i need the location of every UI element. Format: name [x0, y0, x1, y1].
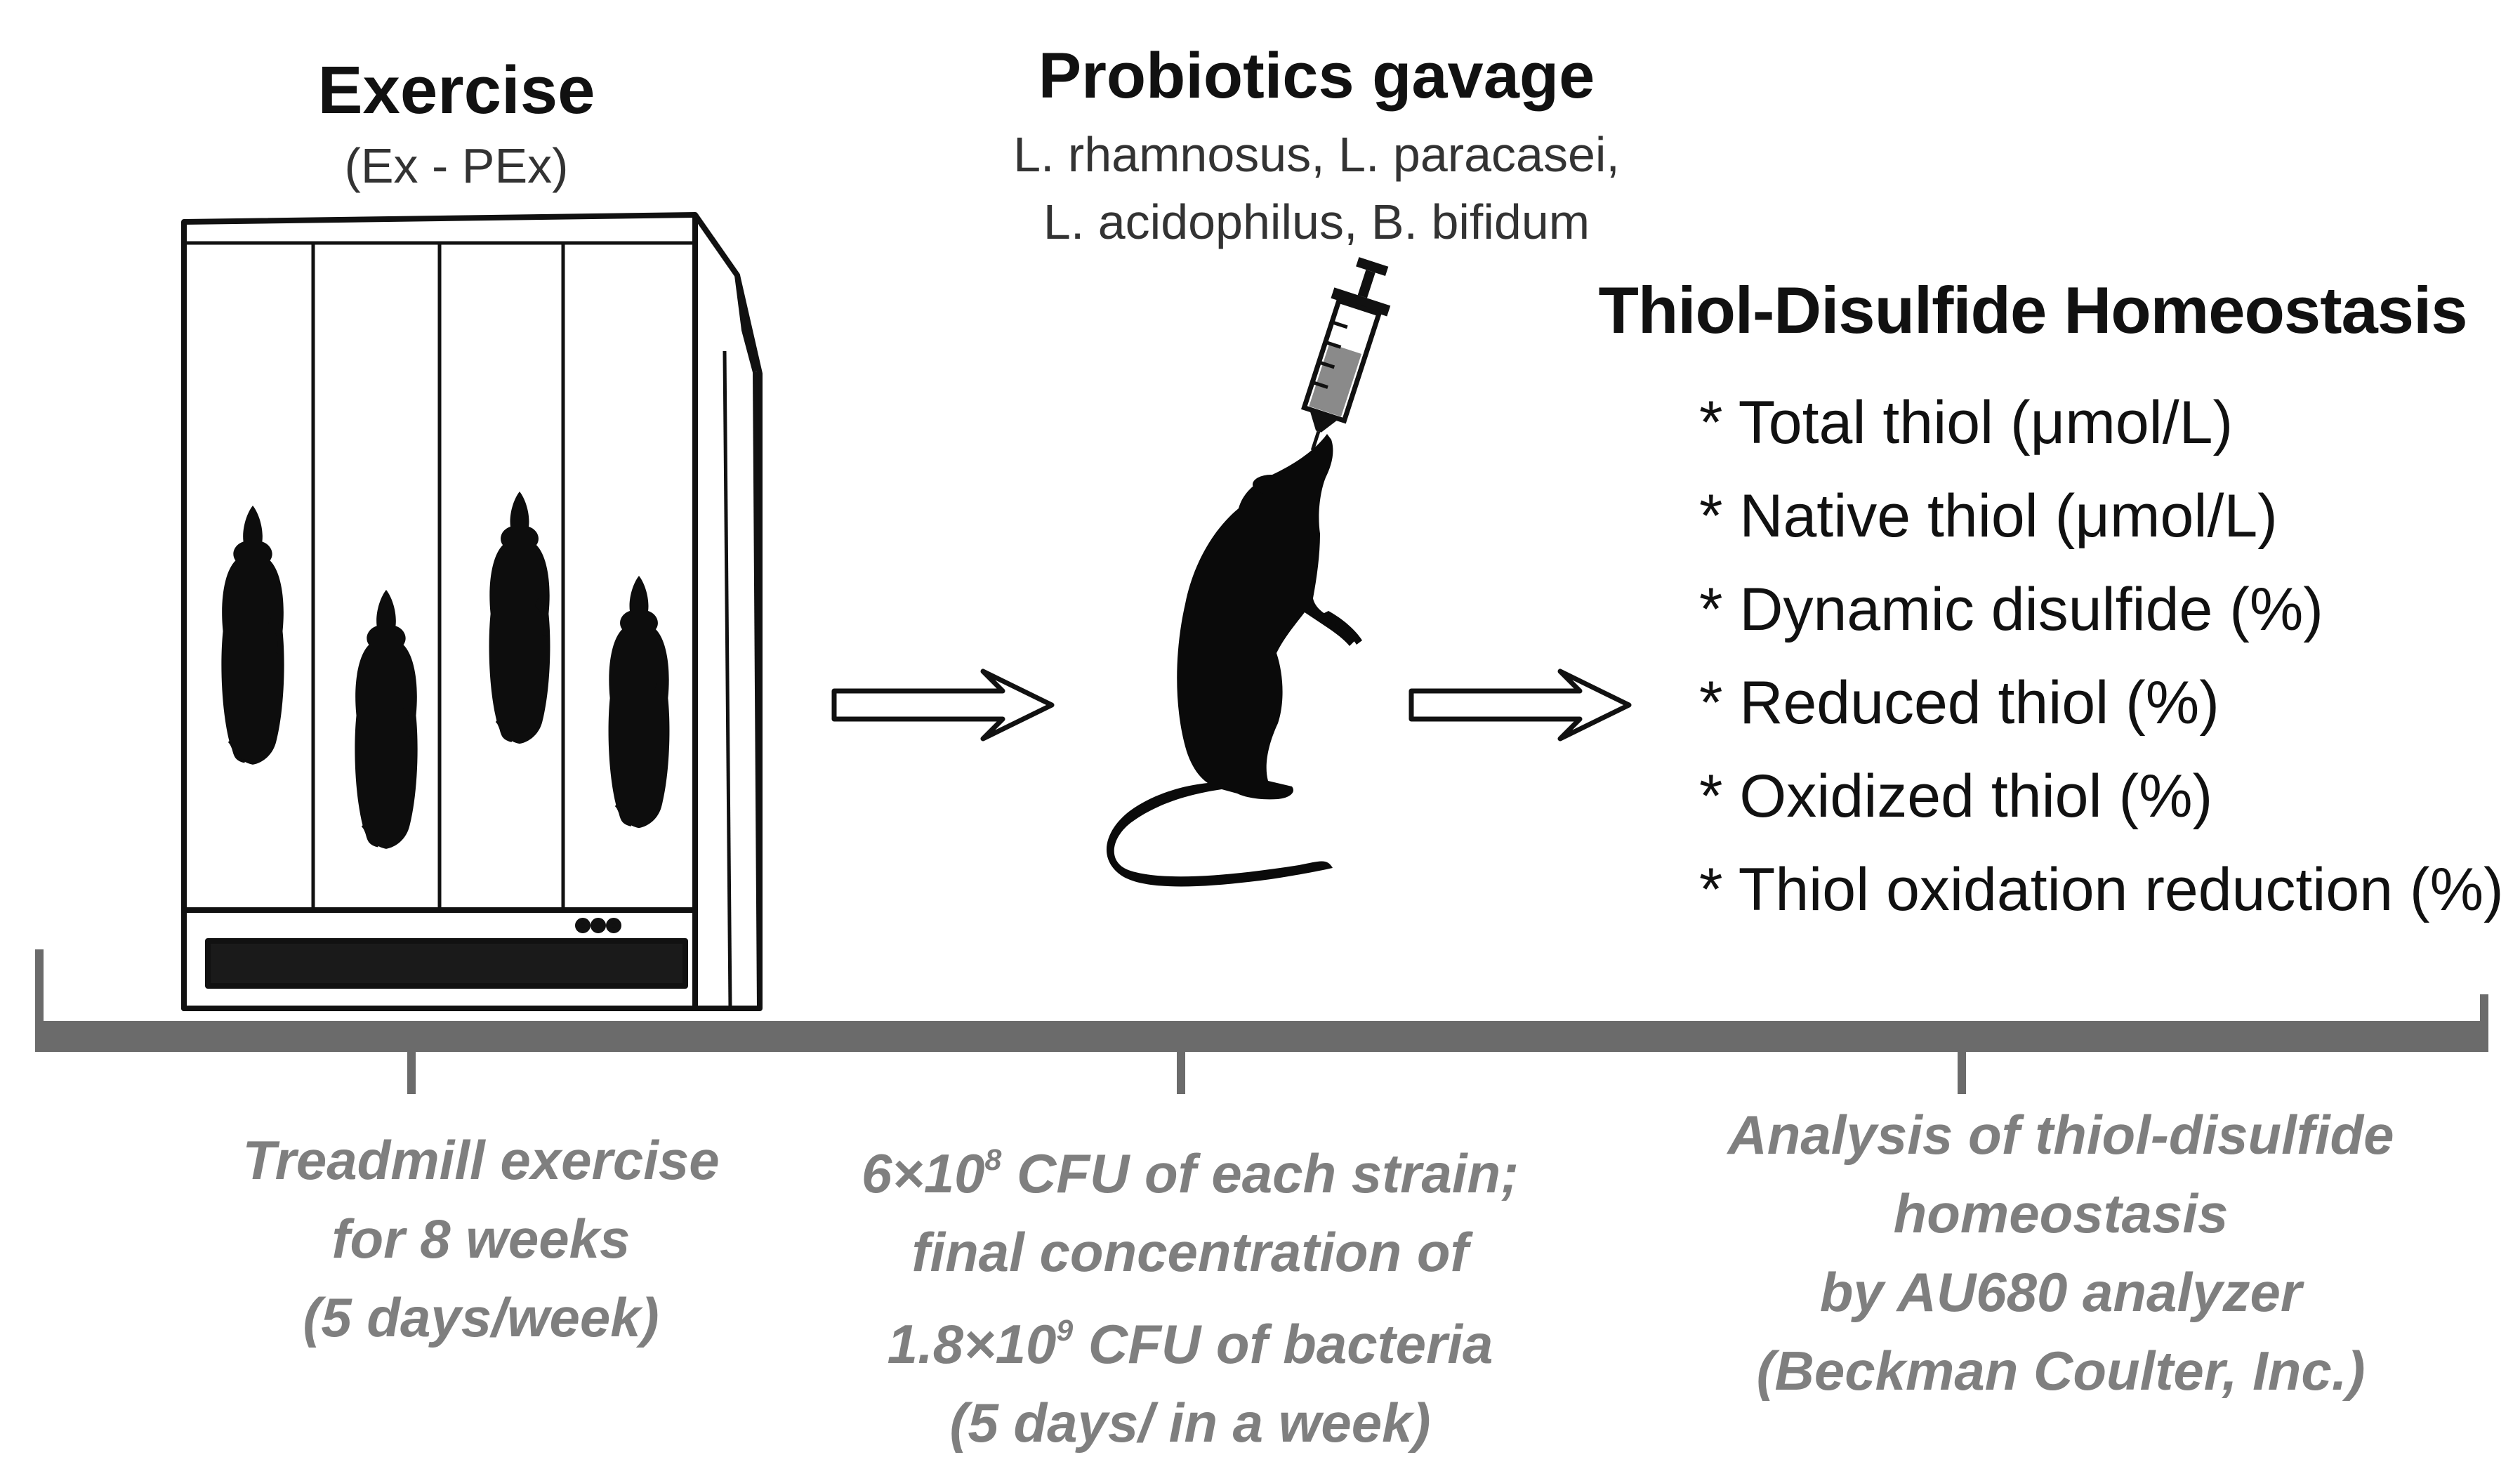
caption-probiotics: 6×108 CFU of each strain; final concentr…: [737, 1121, 1643, 1462]
thiol-parameter-list: * Total thiol (μmol/L) * Native thiol (μ…: [1699, 376, 2514, 937]
parameter-item: * Oxidized thiol (%): [1699, 763, 2213, 830]
caption-line: final concentration of: [911, 1221, 1469, 1284]
exercise-title: Exercise: [317, 53, 595, 128]
caption-line: Analysis of thiol-disulfide: [1727, 1104, 2394, 1166]
parameter-item: * Total thiol (μmol/L): [1699, 389, 2234, 456]
parameter-item: * Thiol oxidation reduction (%): [1699, 856, 2504, 923]
exponent: 8: [984, 1143, 1002, 1177]
caption-line: (Beckman Coulter, Inc.): [1756, 1340, 2366, 1402]
timeline-tick-3: [1958, 1052, 1966, 1094]
caption-text: CFU of bacteria: [1073, 1313, 1493, 1376]
probiotics-title: Probiotics gavage: [1038, 40, 1595, 112]
caption-line: 6×108 CFU of each strain;: [737, 1121, 1643, 1213]
arrow-right-icon-1: [831, 669, 1055, 742]
parameter-item: * Dynamic disulfide (%): [1699, 576, 2323, 643]
caption-text: CFU of each strain;: [1001, 1142, 1519, 1205]
timeline-tick-2: [1177, 1052, 1185, 1094]
rat-standing-icon: [1106, 434, 1362, 887]
caption-line: (5 days/ in a week): [949, 1392, 1431, 1454]
caption-line: Treadmill exercise: [242, 1129, 720, 1191]
timeline-bar: [35, 949, 2488, 1094]
thiol-title: Thiol-Disulfide Homeostasis: [1598, 273, 2468, 347]
caption-line: 1.8×109 CFU of bacteria: [737, 1291, 1643, 1383]
probiotic-strains: L. rhamnosus, L. paracasei, L. acidophil…: [878, 121, 1755, 256]
caption-analysis: Analysis of thiol-disulfide homeostasis …: [1615, 1095, 2507, 1410]
caption-text: 1.8×10: [887, 1313, 1057, 1376]
caption-line: homeostasis: [1893, 1183, 2229, 1244]
caption-exercise: Treadmill exercise for 8 weeks (5 days/w…: [147, 1121, 814, 1357]
parameter-item: * Reduced thiol (%): [1699, 669, 2219, 737]
treadmill-icon: [181, 212, 763, 1011]
caption-line: for 8 weeks: [331, 1208, 631, 1270]
syringe-icon: [1300, 257, 1391, 451]
caption-line: (5 days/week): [303, 1286, 659, 1348]
caption-line: by AU680 analyzer: [1819, 1261, 2302, 1323]
strains-line-1: L. rhamnosus, L. paracasei,: [1013, 127, 1620, 182]
exercise-subtitle: (Ex - PEx): [344, 138, 569, 193]
exponent: 9: [1056, 1314, 1074, 1348]
caption-text: 6×10: [861, 1142, 985, 1205]
strains-line-2: L. acidophilus, B. bifidum: [1043, 195, 1590, 249]
arrow-right-icon-2: [1409, 669, 1632, 742]
timeline-tick-1: [407, 1052, 416, 1094]
parameter-item: * Native thiol (μmol/L): [1699, 482, 2278, 550]
